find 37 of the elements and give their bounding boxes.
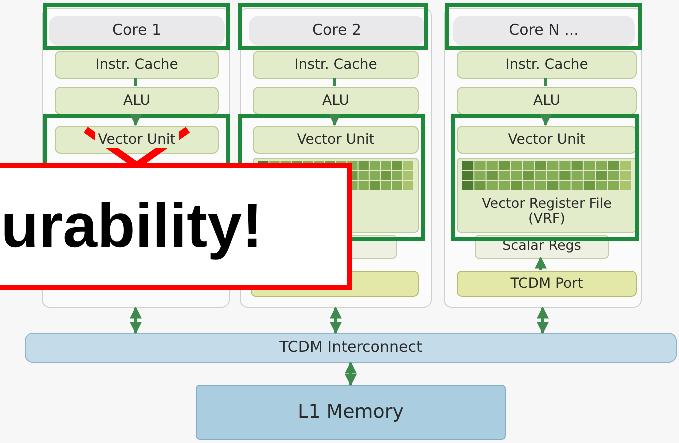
arrow (537, 306, 549, 334)
component-label: L1 Memory (298, 402, 404, 424)
arrow (540, 114, 552, 126)
component-label: TCDM Interconnect (280, 339, 422, 357)
component-label: Core N ... (509, 22, 579, 40)
unit-box (457, 51, 637, 79)
connector-line (334, 78, 336, 86)
arrow (130, 114, 142, 126)
component-label: Core 2 (312, 22, 362, 40)
core-panel (444, 8, 642, 308)
callout-dialog (0, 163, 352, 290)
unit-box (253, 87, 419, 115)
unit-box (55, 87, 219, 115)
arrow (535, 256, 547, 270)
memory-block (196, 385, 506, 440)
interconnect-bar (25, 333, 677, 363)
core-label (249, 16, 425, 46)
core-label (49, 16, 225, 46)
unit-box (55, 51, 219, 79)
component-label: Vector Unit (95, 132, 179, 148)
connector-line (544, 78, 548, 86)
arrow (330, 306, 342, 334)
unit-box (253, 51, 419, 79)
arrow (345, 362, 357, 386)
register-file-box (457, 158, 637, 233)
callout-text: urability! (1, 190, 263, 262)
arrow (329, 114, 341, 126)
unit-box (253, 126, 419, 154)
component-label: Vector Register File (VRF) (482, 196, 612, 228)
port-box (457, 271, 637, 297)
core-label (453, 16, 635, 46)
component-label: Core 1 (112, 22, 162, 40)
arrow (130, 306, 142, 334)
unit-box (457, 87, 637, 115)
connector-line (134, 78, 138, 86)
unit-box (457, 126, 637, 154)
component-label: TCDM Port (510, 276, 584, 292)
